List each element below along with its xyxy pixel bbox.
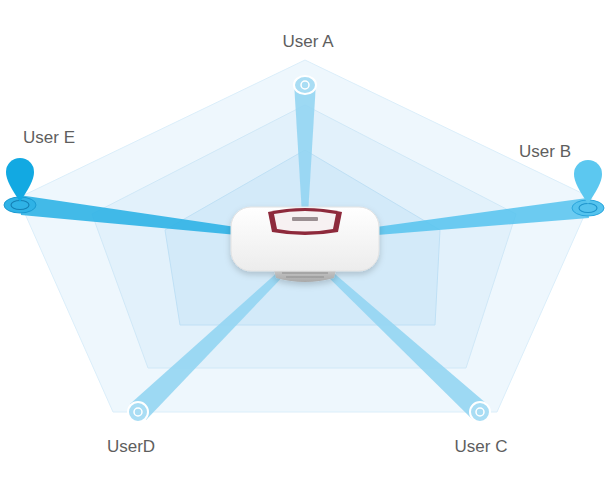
user-label: UserD [107, 437, 155, 457]
user-d-dot [134, 408, 142, 416]
beam-c [318, 263, 487, 420]
access-point-logo [292, 217, 318, 221]
user-label: User A [282, 32, 333, 52]
user-label: User E [23, 128, 75, 148]
user-a-dot [301, 81, 309, 89]
coverage-ring-outer [18, 60, 592, 412]
access-point-grille [282, 273, 328, 277]
access-point-panel [268, 208, 342, 235]
user-label: User C [455, 437, 508, 457]
user-c-dot [476, 408, 484, 416]
user-c-spot [470, 402, 490, 422]
user-b-ring [579, 204, 597, 213]
user-d-spot [128, 402, 148, 422]
access-point-panel-face [274, 211, 336, 232]
user-e-pin [6, 158, 34, 202]
access-point [231, 207, 379, 282]
user-b-pin [574, 160, 602, 204]
user-a-spot [294, 76, 316, 94]
beam-a [294, 82, 316, 215]
user-label: User B [519, 142, 571, 162]
beam-d [130, 263, 292, 420]
